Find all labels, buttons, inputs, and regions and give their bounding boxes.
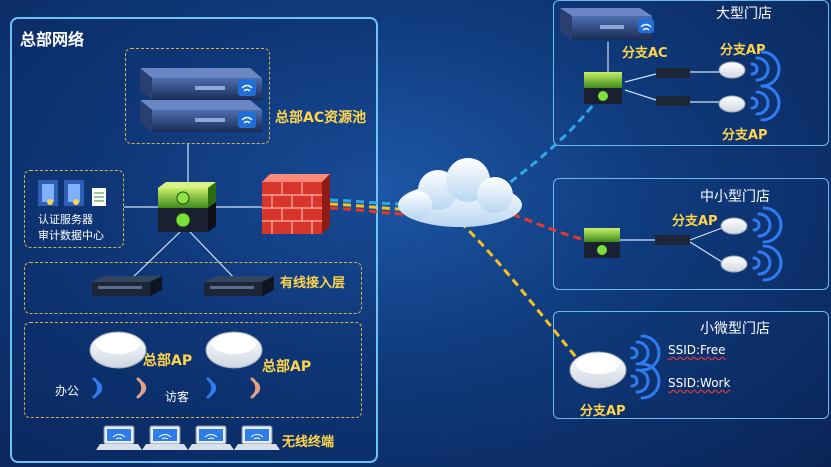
hq-ap-label-1: 总部AP [143, 353, 193, 369]
branch-ac-label: 分支AC [622, 46, 668, 61]
document-icon [92, 188, 106, 206]
hq-to-cloud-yellow-link [329, 202, 441, 211]
cloud-to-medium-store-link [499, 208, 586, 242]
hq-core-switch-icon [158, 182, 216, 232]
cloud-to-large-store-link [499, 95, 602, 192]
hq-ap-label-2: 总部AP [262, 359, 312, 375]
office-label: 办公 [55, 384, 80, 398]
audit-center-label: 审计数据中心 [38, 229, 104, 242]
guest-label: 访客 [165, 390, 190, 404]
small-store-panel [553, 311, 829, 419]
auth-server-icon [38, 180, 84, 206]
small-store-title: 小微型门店 [700, 321, 770, 337]
branch-ac-server-icon [560, 8, 654, 40]
branch-switch-icon [584, 72, 622, 258]
medium-store-title: 中小型门店 [700, 189, 770, 205]
hq-ac-pool-label: 总部AC资源池 [275, 110, 367, 126]
branch-access-switch-icon [655, 68, 690, 245]
hq-to-cloud-red-link [329, 206, 441, 216]
branch-wifi-signal-icon [630, 50, 783, 400]
hq-to-cloud-blue-link [329, 198, 441, 206]
ac-pool-group [125, 48, 270, 144]
hq-ac-server-icon [140, 68, 262, 132]
small-store-ap-label: 分支AP [580, 404, 626, 419]
wifi-signal-icon [92, 377, 261, 399]
large-store-title: 大型门店 [716, 6, 772, 22]
wired-layer-label: 有线接入层 [280, 276, 346, 291]
ap-group [24, 322, 362, 418]
hq-network-title: 总部网络 [20, 30, 85, 49]
cloud-to-small-store-link [458, 220, 582, 363]
large-store-panel [553, 0, 829, 146]
hq-ap-icon [89, 331, 263, 369]
ssid-free-label: SSID:Free [668, 343, 726, 357]
medium-store-panel [553, 178, 829, 290]
wired-layer-group [24, 262, 362, 314]
hq-wires [124, 42, 723, 283]
branch-ap-icon [569, 61, 748, 389]
auth-server-label: 认证服务器 [38, 213, 93, 226]
wireless-terminals-label: 无线终端 [282, 435, 335, 450]
medium-store-ap-label: 分支AP [672, 214, 718, 229]
wifi-badge-icon [238, 80, 256, 128]
access-switch-icon [92, 276, 274, 296]
server-group [24, 170, 124, 248]
internet-cloud-icon [398, 158, 522, 227]
firewall-icon [262, 174, 330, 234]
large-store-ap-label-bottom: 分支AP [722, 128, 768, 143]
ssid-work-label: SSID:Work [668, 376, 731, 390]
laptop-icon [96, 425, 280, 450]
large-store-ap-label-top: 分支AP [720, 43, 766, 58]
